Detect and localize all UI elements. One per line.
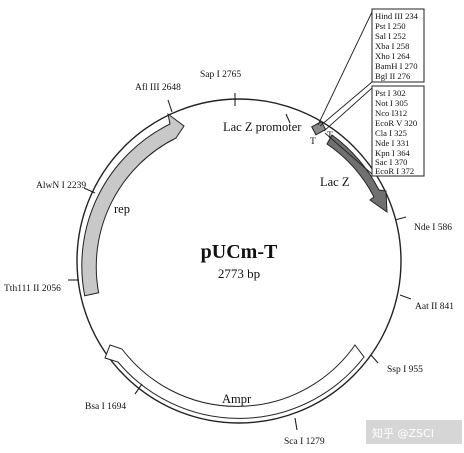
mcs-bottom-item: Kpn I 364 xyxy=(375,148,411,158)
lacz-promoter-box xyxy=(311,120,327,136)
lacz-feature-arrow xyxy=(326,134,388,213)
rep-label: rep xyxy=(114,202,130,216)
mcs-bottom-item: Not I 305 xyxy=(375,98,408,108)
mcs-bottom-item: Nde I 331 xyxy=(375,138,409,148)
tick-nde-i xyxy=(394,216,407,221)
site-label-tth111-ii: Tth111 II 2056 xyxy=(4,284,61,294)
mcs-top-item: Xba I 258 xyxy=(375,41,409,51)
mcs-bottom-item: Pst I 302 xyxy=(375,88,406,98)
mcs-top-item: Sal I 252 xyxy=(375,31,406,41)
mcs-bottom-box: Pst I 302 Not I 305 Nco I312 EcoR V 320 … xyxy=(371,85,425,177)
site-label-alwn-i: AlwN I 2239 xyxy=(36,181,86,191)
rep-feature-arrow xyxy=(81,112,185,297)
t-right-label: T xyxy=(327,131,333,141)
site-ticks xyxy=(68,93,412,431)
site-label-afl-iii: Afl III 2648 xyxy=(135,82,181,93)
mcs-top-item: Xho I 264 xyxy=(375,51,411,61)
mcs-top-item: Bgl II 276 xyxy=(375,71,411,81)
t-left-label: T xyxy=(310,137,316,147)
mcs-top-box: Hind III 234 Pst I 250 Sal I 252 Xba I 2… xyxy=(371,8,425,83)
tick-alwn-i xyxy=(83,187,96,194)
watermark-backdrop xyxy=(366,420,462,444)
tick-aat-ii xyxy=(399,294,412,300)
watermark: 知乎 @ZSCI xyxy=(372,426,434,440)
mcs-top-item: Hind III 234 xyxy=(375,11,419,21)
mcs-bottom-item: Sac I 370 xyxy=(375,157,407,167)
mcs-bottom-item: Cla I 325 xyxy=(375,128,407,138)
tick-sca-i xyxy=(294,417,298,431)
tick-mcs xyxy=(285,113,291,124)
mcs-callout-lines xyxy=(317,11,373,175)
site-label-nde-i: Nde I 586 xyxy=(414,223,452,233)
plasmid-backbone xyxy=(76,98,402,424)
site-label-bsa-i: Bsa I 1694 xyxy=(85,402,126,412)
ampr-feature-arrow xyxy=(104,344,365,419)
plasmid-size: 2773 bp xyxy=(218,266,260,281)
mcs-bottom-item: EcoR I 372 xyxy=(375,166,414,176)
mcs-top-item: BamH I 270 xyxy=(375,61,418,71)
ampr-label: Ampr xyxy=(222,392,252,406)
lacz-promoter-label: Lac Z promoter xyxy=(223,120,302,134)
tick-ssp-i xyxy=(370,354,379,364)
site-label-sap-i: Sap I 2765 xyxy=(200,70,241,80)
site-label-aat-ii: Aat II 841 xyxy=(415,302,454,312)
tick-bsa-i xyxy=(134,383,143,395)
tick-afl-iii xyxy=(167,99,173,113)
mcs-bottom-item: Nco I312 xyxy=(375,108,407,118)
site-label-ssp-i: Ssp I 955 xyxy=(387,365,423,375)
lacz-label: Lac Z xyxy=(320,175,350,189)
site-label-sca-i: Sca I 1279 xyxy=(284,437,325,447)
mcs-top-item: Pst I 250 xyxy=(375,21,406,31)
plasmid-name: pUCm-T xyxy=(201,241,278,263)
mcs-bottom-item: EcoR V 320 xyxy=(375,118,417,128)
